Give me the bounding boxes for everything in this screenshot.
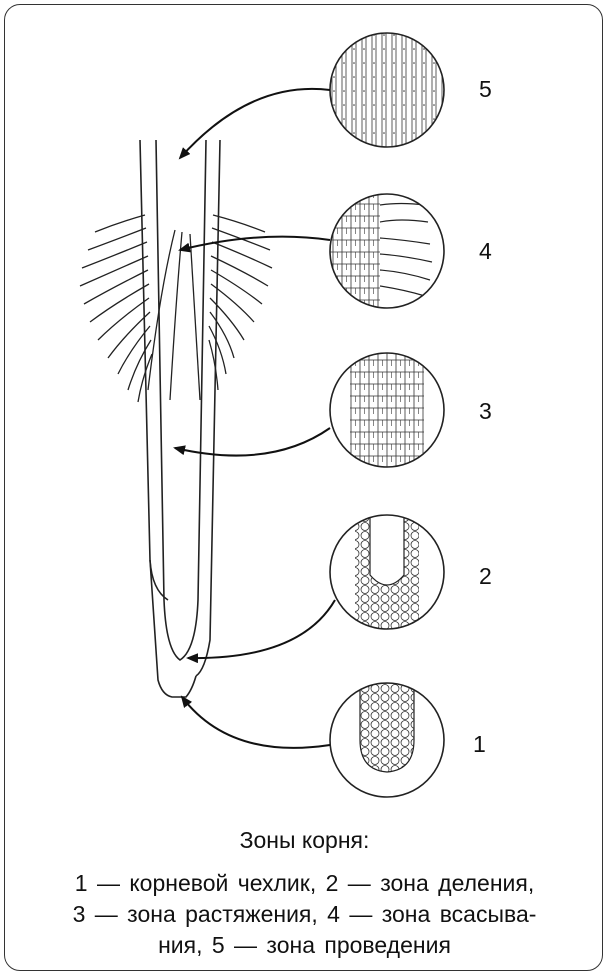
root-hairs [80, 215, 272, 402]
zone-label-2: 2 [479, 563, 492, 590]
zone-4-detail [330, 194, 444, 308]
zone-1-detail [330, 683, 444, 797]
zone-label-4: 4 [479, 238, 492, 265]
caption-line-1: 1 — корневой чехлик, 2 — зона деления, [0, 868, 609, 899]
zone-label-5: 5 [479, 76, 492, 103]
zone-5-detail [330, 33, 444, 147]
zone-label-1: 1 [473, 731, 486, 758]
zone-2-detail [330, 515, 444, 629]
caption-title: Зоны корня: [0, 827, 609, 854]
caption-line-3: ния, 5 — зона проведения [0, 930, 609, 961]
caption-body: 1 — корневой чехлик, 2 — зона деления, 3… [0, 868, 609, 961]
zone-label-3: 3 [479, 398, 492, 425]
caption-line-2: 3 — зона растяжения, 4 — зона всасыва- [0, 899, 609, 930]
root-outline [140, 140, 220, 697]
pointer-arrows [175, 89, 335, 748]
zone-3-detail [330, 353, 444, 467]
